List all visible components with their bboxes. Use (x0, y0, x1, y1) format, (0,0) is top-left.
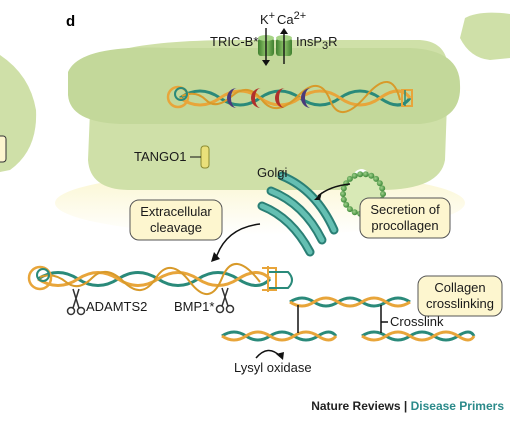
crosslink-label: Crosslink (390, 314, 444, 329)
vesicle-bead (357, 171, 364, 178)
adamts2-label: ADAMTS2 (86, 299, 147, 314)
extracellular-cleavage-box: Extracellular cleavage (129, 199, 223, 241)
secretion-box: Secretion of procollagen (359, 197, 451, 239)
vesicle-bead (376, 180, 383, 187)
crosslinking-line-2: crosslinking (426, 296, 494, 311)
neighbor-cell-left-box (0, 135, 7, 163)
collagen-fibril-3 (361, 330, 476, 342)
neighbor-cell-right (460, 12, 510, 60)
cleavage-line-2: cleavage (150, 220, 202, 235)
vesicle-bead (380, 191, 386, 197)
scissors-icon-adamts2 (66, 288, 86, 316)
chaperones (227, 88, 311, 108)
vesicle-bead (362, 171, 369, 178)
golgi-label: Golgi (257, 165, 287, 180)
vesicle-bead (340, 196, 347, 203)
tango1-label: TANGO1 (134, 149, 187, 164)
procollagen-extracellular (27, 263, 293, 295)
insp3r-channel (276, 28, 292, 64)
vesicle-bead (368, 172, 375, 179)
footer-credit: Nature Reviews | Disease Primers (311, 399, 504, 413)
procollagen-er (166, 81, 413, 113)
k-ion-label: K+ (260, 10, 275, 27)
tric-b-channel (258, 28, 274, 66)
vesicle-bead (379, 185, 386, 192)
lysyl-oxidase-label: Lysyl oxidase (234, 360, 312, 375)
vesicle-bead (346, 175, 353, 182)
collagen-fibril-1 (289, 296, 411, 308)
insp3r-label: InsP3R (296, 34, 338, 52)
crosslinks (297, 305, 388, 333)
tango1-protein (200, 145, 210, 169)
secretion-line-2: procollagen (371, 218, 438, 233)
vesicle-bead (340, 185, 347, 192)
vesicle-bead (351, 172, 358, 179)
vesicle-bead (373, 175, 380, 182)
er-lumen (68, 47, 461, 124)
panel-label: d (66, 13, 75, 30)
scissors-icon-bmp1 (215, 287, 235, 314)
golgi-apparatus (257, 171, 339, 257)
ca-ion-label: Ca2+ (277, 10, 306, 27)
vesicle-bead (346, 206, 353, 213)
cleavage-line-1: Extracellular (140, 204, 212, 219)
vesicle-bead (351, 209, 358, 216)
vesicle-bead (340, 191, 346, 197)
collagen-fibril-2 (221, 330, 338, 342)
arrow-golgi-to-extracellular (211, 223, 261, 262)
arrow-lysyl-oxidase (255, 349, 284, 360)
bmp1-label: BMP1* (174, 299, 214, 314)
collagen-crosslinking-box: Collagen crosslinking (417, 275, 503, 317)
vesicle-bead (343, 201, 350, 208)
crosslinking-line-1: Collagen (434, 280, 485, 295)
secretion-line-1: Secretion of (370, 202, 440, 217)
arrow-vesicle-to-golgi (314, 183, 351, 200)
tric-b-label: TRIC-B* (210, 34, 258, 49)
neighbor-cell-left (0, 55, 37, 172)
